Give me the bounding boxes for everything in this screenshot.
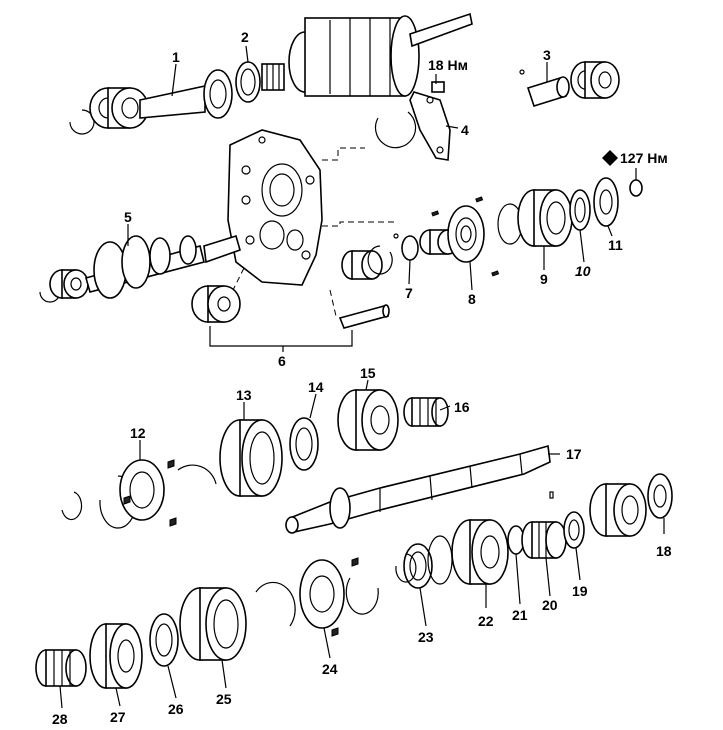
- callout-16: 16: [454, 399, 470, 415]
- synchro-ring-23: [403, 543, 433, 589]
- callout-25: 25: [216, 691, 232, 707]
- snap-ring: [374, 111, 417, 149]
- callout-26: 26: [168, 701, 184, 717]
- callout-13: 13: [236, 387, 252, 403]
- callout-15: 15: [360, 365, 376, 381]
- callout-labels: 1 2 3 4 5 6 7 8 9 10 11 12 13 14 15 16 1…: [52, 29, 672, 727]
- thrust-washer: [401, 235, 419, 261]
- callout-4: 4: [461, 122, 469, 138]
- callout-27: 27: [110, 709, 126, 725]
- callout-7: 7: [405, 285, 413, 301]
- callout-5: 5: [124, 209, 132, 225]
- diamond-icon: [602, 150, 618, 166]
- callout-10: 10: [575, 263, 591, 279]
- callout-1: 1: [172, 49, 180, 65]
- torque-18-nm: 18 Нм: [428, 57, 468, 73]
- leader-lines: [59, 45, 665, 709]
- synchro-ring-26: [149, 613, 179, 667]
- snap-ring: [61, 491, 83, 521]
- callout-24: 24: [322, 661, 338, 677]
- transmission-case: [227, 129, 398, 317]
- input-gear: [203, 69, 233, 119]
- synchro-ring-10: [569, 189, 591, 231]
- main-shaft: [289, 444, 551, 533]
- callout-6: 6: [278, 353, 286, 369]
- nut: [629, 179, 643, 197]
- torque-127-nm: 127 Нм: [620, 150, 668, 166]
- callout-14: 14: [308, 379, 324, 395]
- synchro-ring: [235, 61, 261, 103]
- part-17-main-shaft: [285, 444, 551, 534]
- callout-19: 19: [572, 583, 588, 599]
- shaft-tail: [409, 12, 473, 48]
- callout-2: 2: [241, 29, 249, 45]
- gear-11: [593, 177, 619, 227]
- callout-9: 9: [540, 271, 548, 287]
- callout-18: 18: [656, 543, 672, 559]
- callout-3: 3: [543, 47, 551, 63]
- counter-gear: [93, 241, 127, 299]
- part-3-sleeve-and-bearing: [519, 61, 620, 107]
- callout-28: 28: [52, 711, 68, 727]
- callout-22: 22: [478, 613, 494, 629]
- gear-18: [647, 473, 673, 519]
- torque-labels: 18 Нм 127 Нм: [428, 57, 668, 180]
- upper-right-gear-set: [341, 177, 643, 280]
- part-5-countershaft: [39, 234, 390, 352]
- part-4-retainer-plate: [374, 81, 451, 161]
- callout-11: 11: [608, 237, 623, 253]
- callout-20: 20: [542, 597, 558, 613]
- snap-ring: [69, 109, 95, 135]
- lower-right-gear-set: [395, 473, 673, 589]
- ring-19: [563, 511, 585, 549]
- retainer-plate: [409, 91, 451, 161]
- input-shaft: [139, 85, 206, 119]
- lower-left-gear-set: [35, 557, 379, 689]
- callout-8: 8: [468, 291, 476, 307]
- middle-gear-set: [61, 389, 449, 529]
- upper-input-shaft-assembly: [69, 12, 473, 135]
- case-housing: [227, 129, 323, 286]
- callout-21: 21: [512, 607, 528, 623]
- callout-17: 17: [566, 446, 582, 462]
- gear-8: [447, 205, 485, 263]
- gear-24: [299, 559, 345, 629]
- callout-23: 23: [418, 629, 434, 645]
- bolt: [431, 81, 445, 93]
- synchro-ring-14: [289, 417, 319, 471]
- callout-12: 12: [130, 425, 146, 441]
- gear-12: [119, 459, 165, 521]
- idler-shaft: [338, 305, 390, 329]
